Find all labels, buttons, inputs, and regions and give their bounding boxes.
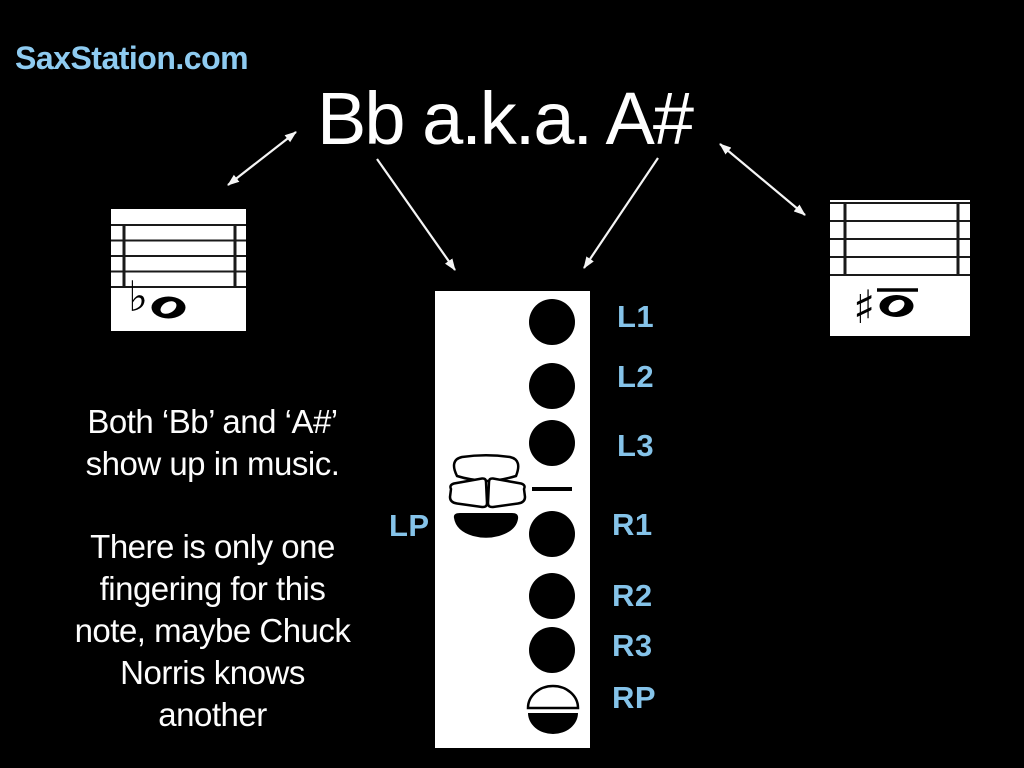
key-R1: [529, 511, 575, 557]
arrow-to-chart-left-icon: [376, 158, 456, 271]
side-key-pressed: [453, 513, 519, 538]
key-L1: [529, 299, 575, 345]
side-key-middle-left: [448, 477, 489, 509]
body-line: There is only one: [90, 528, 335, 565]
label-L1: L1: [617, 299, 655, 334]
arrow-to-chart-right-icon: [583, 157, 659, 269]
staff-lines: [830, 202, 970, 276]
label-RP: RP: [612, 680, 657, 715]
staff-image-flat: ♭: [111, 209, 246, 331]
label-R1: R1: [612, 507, 653, 542]
body-line: Both ‘Bb’ and ‘A#’: [87, 403, 338, 440]
whole-note: [151, 296, 186, 319]
fingering-chart: [435, 291, 590, 748]
slide-title: Bb a.k.a. A#: [317, 77, 694, 160]
flat-accidental-glyph: ♭: [128, 272, 148, 321]
body-line: show up in music.: [85, 445, 340, 482]
label-L2: L2: [617, 359, 655, 394]
whole-note: [879, 295, 914, 317]
label-L3: L3: [617, 428, 655, 463]
staff-image-sharp: ♯: [830, 200, 970, 336]
body-line: fingering for this: [99, 570, 326, 607]
key-L2: [529, 363, 575, 409]
key-RP-top-open: [526, 684, 580, 710]
label-R2: R2: [612, 578, 653, 613]
key-L3: [529, 420, 575, 466]
label-LP: LP: [389, 508, 430, 543]
key-R3: [529, 627, 575, 673]
side-key-middle-right: [486, 477, 527, 509]
body-line: another: [158, 696, 267, 733]
staff-lines: [111, 224, 246, 288]
side-key-top: [452, 454, 520, 483]
key-RP-bottom-pressed: [528, 713, 578, 734]
key-R2: [529, 573, 575, 619]
label-R3: R3: [612, 628, 653, 663]
staff-barlines: [843, 202, 960, 276]
body-paragraph-2: There is only one fingering for this not…: [40, 526, 385, 736]
body-line: Norris knows: [120, 654, 305, 691]
body-line: note, maybe Chuck: [74, 612, 351, 649]
double-arrow-right-icon: [719, 143, 806, 216]
watermark-saxstation: SaxStation.com: [15, 40, 249, 76]
sharp-accidental-glyph: ♯: [853, 280, 875, 334]
double-arrow-left-icon: [227, 131, 297, 186]
body-paragraph-1: Both ‘Bb’ and ‘A#’ show up in music.: [40, 401, 385, 485]
staff-barlines: [122, 224, 237, 288]
